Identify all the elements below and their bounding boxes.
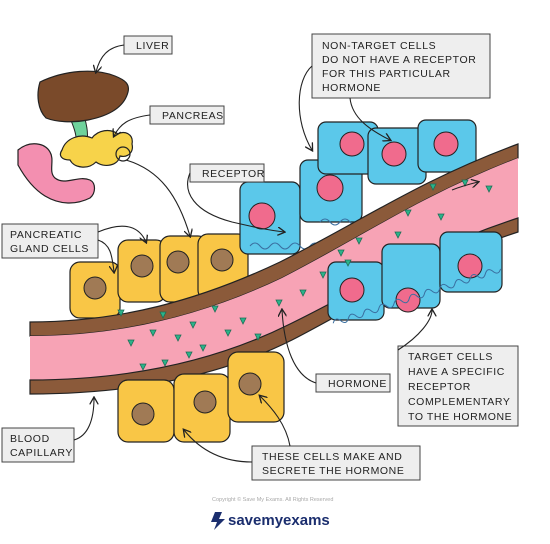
- non-target-pointer-2: [349, 97, 390, 140]
- receptor-label: RECEPTOR: [202, 168, 265, 180]
- capillary-lumen: [30, 158, 518, 380]
- lightning-icon: [211, 512, 225, 530]
- gland-nucleus: [210, 248, 234, 272]
- hormone-molecule: [161, 359, 169, 367]
- gland-line-1: PANCREATIC: [10, 229, 82, 241]
- hormone-molecule: [337, 249, 345, 257]
- target-line-2: HAVE A SPECIFIC: [408, 366, 505, 378]
- target-nucleus: [248, 202, 276, 230]
- liver: [37, 70, 130, 123]
- these-cells-label-box: [251, 445, 421, 481]
- blood-line-1: BLOOD: [10, 433, 50, 445]
- hormone-molecule: [139, 363, 147, 371]
- non-target-line-2: DO NOT HAVE A RECEPTOR: [322, 54, 476, 66]
- target-line-5: TO THE HORMONE: [408, 411, 512, 423]
- pancreas-zoom-circle: [115, 146, 131, 162]
- target-label-box: [397, 345, 519, 427]
- target-nucleus: [433, 131, 459, 157]
- hormone-molecule: [394, 231, 402, 239]
- organs: [17, 70, 133, 204]
- these-cells-pointer-1: [184, 430, 253, 463]
- gland-line-2: GLAND CELLS: [10, 243, 89, 255]
- gland-nucleus: [193, 390, 217, 414]
- hormone-molecule: [355, 237, 363, 245]
- cells-front: [117, 231, 503, 443]
- hormone-molecule: [117, 309, 125, 317]
- hormone-molecule: [429, 183, 437, 191]
- hormone-molecule: [224, 329, 232, 337]
- target-nucleus: [316, 174, 344, 202]
- brand-name: savemyexams: [228, 512, 330, 529]
- pancreas: [59, 129, 133, 168]
- target-line-3: RECEPTOR: [408, 381, 471, 393]
- gland-nucleus: [131, 402, 155, 426]
- gland-nucleus: [130, 254, 154, 278]
- gland-nucleus: [166, 250, 190, 274]
- pancreas-pointer: [114, 114, 151, 136]
- target-nucleus: [457, 253, 483, 279]
- target-line-4: COMPLEMENTARY: [408, 396, 511, 408]
- liver-pointer: [96, 44, 125, 72]
- target-nucleus: [339, 131, 365, 157]
- liver-label: LIVER: [136, 40, 169, 52]
- hormone-molecule: [437, 213, 445, 221]
- hormone-molecule: [275, 299, 283, 307]
- hormone-pointer: [282, 310, 317, 384]
- non-target-pointer-1: [298, 65, 312, 150]
- hormone-molecule: [149, 329, 157, 337]
- gland-nucleus: [238, 372, 262, 396]
- gland-pointer-2: [97, 225, 146, 242]
- receptor-arrow: [451, 182, 478, 191]
- hormones: [117, 179, 493, 371]
- brand-logo: savemyexams: [211, 512, 330, 530]
- label-boxes: LIVER PANCREAS RECEPTOR NON-TARGET CELLS…: [1, 33, 519, 481]
- cells-back: [69, 119, 477, 319]
- hormone-molecule: [319, 271, 327, 279]
- gland-label-box: [1, 223, 99, 259]
- blood-label-box: [1, 427, 75, 463]
- copyright: Copyright © Save My Exams. All Rights Re…: [212, 496, 333, 503]
- these-cells-line-1: THESE CELLS MAKE AND: [262, 451, 402, 463]
- gland-pointer-1: [97, 239, 114, 272]
- hormone-label: HORMONE: [328, 378, 387, 390]
- gland-nucleus: [83, 276, 107, 300]
- target-pointer: [397, 310, 432, 351]
- target-nucleus: [339, 277, 365, 303]
- hormone-molecule: [404, 209, 412, 217]
- target-nucleus: [381, 141, 407, 167]
- hormone-molecule: [344, 259, 352, 267]
- non-target-line-4: HORMONE: [322, 82, 381, 94]
- receptor-fringe: [332, 268, 502, 324]
- hormone-molecule: [159, 311, 167, 319]
- non-target-line-3: FOR THIS PARTICULAR: [322, 68, 451, 80]
- blood-pointer: [73, 398, 94, 441]
- these-cells-line-2: SECRETE THE HORMONE: [262, 465, 404, 477]
- non-target-label-box: [311, 33, 491, 99]
- hormone-molecule: [299, 289, 307, 297]
- hormone-molecule: [211, 305, 219, 313]
- pointers: [73, 44, 478, 463]
- hormone-molecule: [239, 317, 247, 325]
- hormone-molecule: [174, 334, 182, 342]
- pancreas-label: PANCREAS: [162, 110, 224, 122]
- hormone-molecule: [485, 185, 493, 193]
- zoom-pointer: [125, 159, 190, 236]
- hormone-molecule: [199, 344, 207, 352]
- hormone-molecule: [189, 321, 197, 329]
- these-cells-pointer-2: [260, 396, 291, 447]
- target-line-1: TARGET CELLS: [408, 351, 493, 363]
- hormone-molecule: [127, 339, 135, 347]
- hormone-molecule: [185, 351, 193, 359]
- hormone-molecule: [461, 179, 469, 187]
- non-target-line-1: NON-TARGET CELLS: [322, 40, 436, 52]
- hormone-molecule: [254, 333, 262, 341]
- duodenum: [17, 143, 96, 204]
- blood-line-2: CAPILLARY: [10, 447, 73, 459]
- receptor-pointer: [187, 172, 284, 232]
